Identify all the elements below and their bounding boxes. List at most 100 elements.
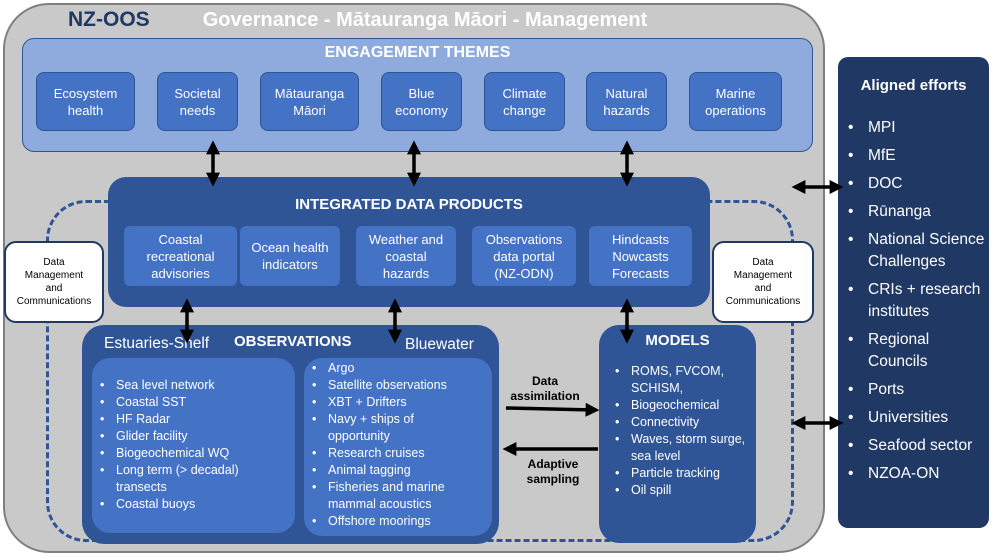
product-line: data portal — [493, 248, 555, 264]
list-item: MfE — [840, 145, 988, 167]
models-list: ROMS, FVCOM, SCHISM, Biogeochemical Conn… — [607, 363, 747, 499]
theme-line: economy — [395, 102, 448, 118]
product-line: advisories — [151, 265, 210, 281]
list-item: Offshore moorings — [304, 513, 492, 530]
list-item: CRIs + research institutes — [840, 279, 988, 323]
list-item: Biogeochemical — [607, 397, 747, 414]
list-item: Animal tagging — [304, 462, 492, 479]
list-item: Ports — [840, 379, 988, 401]
product-line: Observations — [485, 231, 563, 247]
list-item: Satellite observations — [304, 377, 492, 394]
dm-line: Data — [752, 257, 774, 268]
theme-line: Blue — [408, 85, 435, 101]
list-item: Particle tracking — [607, 465, 747, 482]
bluewater-box: Argo Satellite observations XBT + Drifte… — [304, 358, 492, 536]
product-line: recreational — [146, 248, 215, 264]
list-item: Research cruises — [304, 445, 492, 462]
theme-line: operations — [705, 102, 766, 118]
dm-line: and — [45, 283, 63, 294]
estuaries-shelf-box: Sea level network Coastal SST HF Radar G… — [92, 358, 295, 533]
theme-line: health — [67, 102, 104, 118]
list-item: Connectivity — [607, 414, 747, 431]
estuaries-shelf-list: Sea level network Coastal SST HF Radar G… — [92, 377, 295, 513]
data-assimilation-label: Data assimilation — [500, 374, 590, 404]
list-item: Glider facility — [92, 428, 295, 445]
list-item: Sea level network — [92, 377, 295, 394]
product-line: Ocean health — [251, 240, 329, 255]
theme-line: Marine — [715, 85, 756, 101]
models-title: MODELS — [645, 332, 710, 349]
theme-line: Ecosystem — [53, 85, 118, 101]
product-line: Hindcasts — [611, 231, 670, 247]
dm-line: and — [754, 283, 772, 294]
integrated-data-products-title: INTEGRATED DATA PRODUCTS — [295, 196, 523, 213]
product-line: Coastal — [158, 231, 203, 247]
theme-line: hazards — [603, 102, 650, 118]
list-item: ROMS, FVCOM, SCHISM, — [607, 363, 751, 397]
product-ocean-health-indicators: Ocean health indicators — [240, 226, 340, 286]
list-item: National Science Challenges — [840, 229, 988, 273]
product-line: (NZ-ODN) — [494, 265, 554, 281]
theme-line: Natural — [605, 85, 648, 101]
nz-oos-label: NZ-OOS — [68, 8, 150, 31]
list-item: HF Radar — [92, 411, 295, 428]
list-item: Fisheries and marine mammal acoustics — [304, 479, 488, 513]
bluewater-label: Bluewater — [405, 336, 474, 353]
flow-label-line: sampling — [526, 472, 580, 486]
dm-line: Communications — [16, 296, 92, 307]
dm-line: Management — [24, 270, 84, 281]
list-item: Waves, storm surge, sea level — [607, 431, 749, 465]
theme-line: Societal — [174, 85, 221, 101]
product-line: coastal — [385, 248, 427, 264]
flow-label-line: assimilation — [510, 389, 580, 403]
product-line: indicators — [262, 257, 318, 272]
product-line: Weather and — [368, 231, 444, 247]
list-item: Long term (> decadal) transects — [92, 462, 266, 496]
governance-banner: Governance - Mātauranga Māori - Manageme… — [202, 9, 648, 31]
list-item: Argo — [304, 360, 492, 377]
adaptive-sampling-label: Adaptive sampling — [508, 457, 598, 487]
dm-line: Management — [733, 270, 793, 281]
list-item: Biogeochemical WQ — [92, 445, 295, 462]
list-item: Coastal buoys — [92, 496, 295, 513]
theme-line: Climate — [502, 85, 547, 101]
theme-line: Māori — [293, 102, 326, 118]
product-line: hazards — [382, 265, 430, 281]
engagement-themes-title: ENGAGEMENT THEMES — [324, 44, 511, 61]
flow-label-line: Data — [531, 374, 558, 388]
list-item: DOC — [840, 173, 988, 195]
product-line: Forecasts — [611, 265, 670, 281]
theme-line: needs — [179, 102, 216, 118]
aligned-efforts-list: MPI MfE DOC Rūnanga National Science Cha… — [840, 117, 988, 485]
list-item: MPI — [840, 117, 988, 139]
list-item: NZOA-ON — [840, 463, 988, 485]
theme-line: Mātauranga — [274, 85, 345, 101]
engagement-themes-band — [22, 38, 813, 152]
product-line: Nowcasts — [612, 248, 669, 264]
list-item: Coastal SST — [92, 394, 295, 411]
arrow-data-assimilation — [505, 402, 600, 417]
models-list-box: ROMS, FVCOM, SCHISM, Biogeochemical Conn… — [607, 358, 747, 506]
dm-line: Communications — [725, 296, 801, 307]
list-item: Regional Councils — [840, 329, 988, 373]
list-item: XBT + Drifters — [304, 394, 492, 411]
list-item: Navy + ships of opportunity — [304, 411, 463, 445]
aligned-efforts-title: Aligned efforts — [860, 77, 967, 94]
flow-label-line: Adaptive — [527, 457, 579, 471]
dm-line: Data — [43, 257, 65, 268]
list-item: Rūnanga — [840, 201, 988, 223]
